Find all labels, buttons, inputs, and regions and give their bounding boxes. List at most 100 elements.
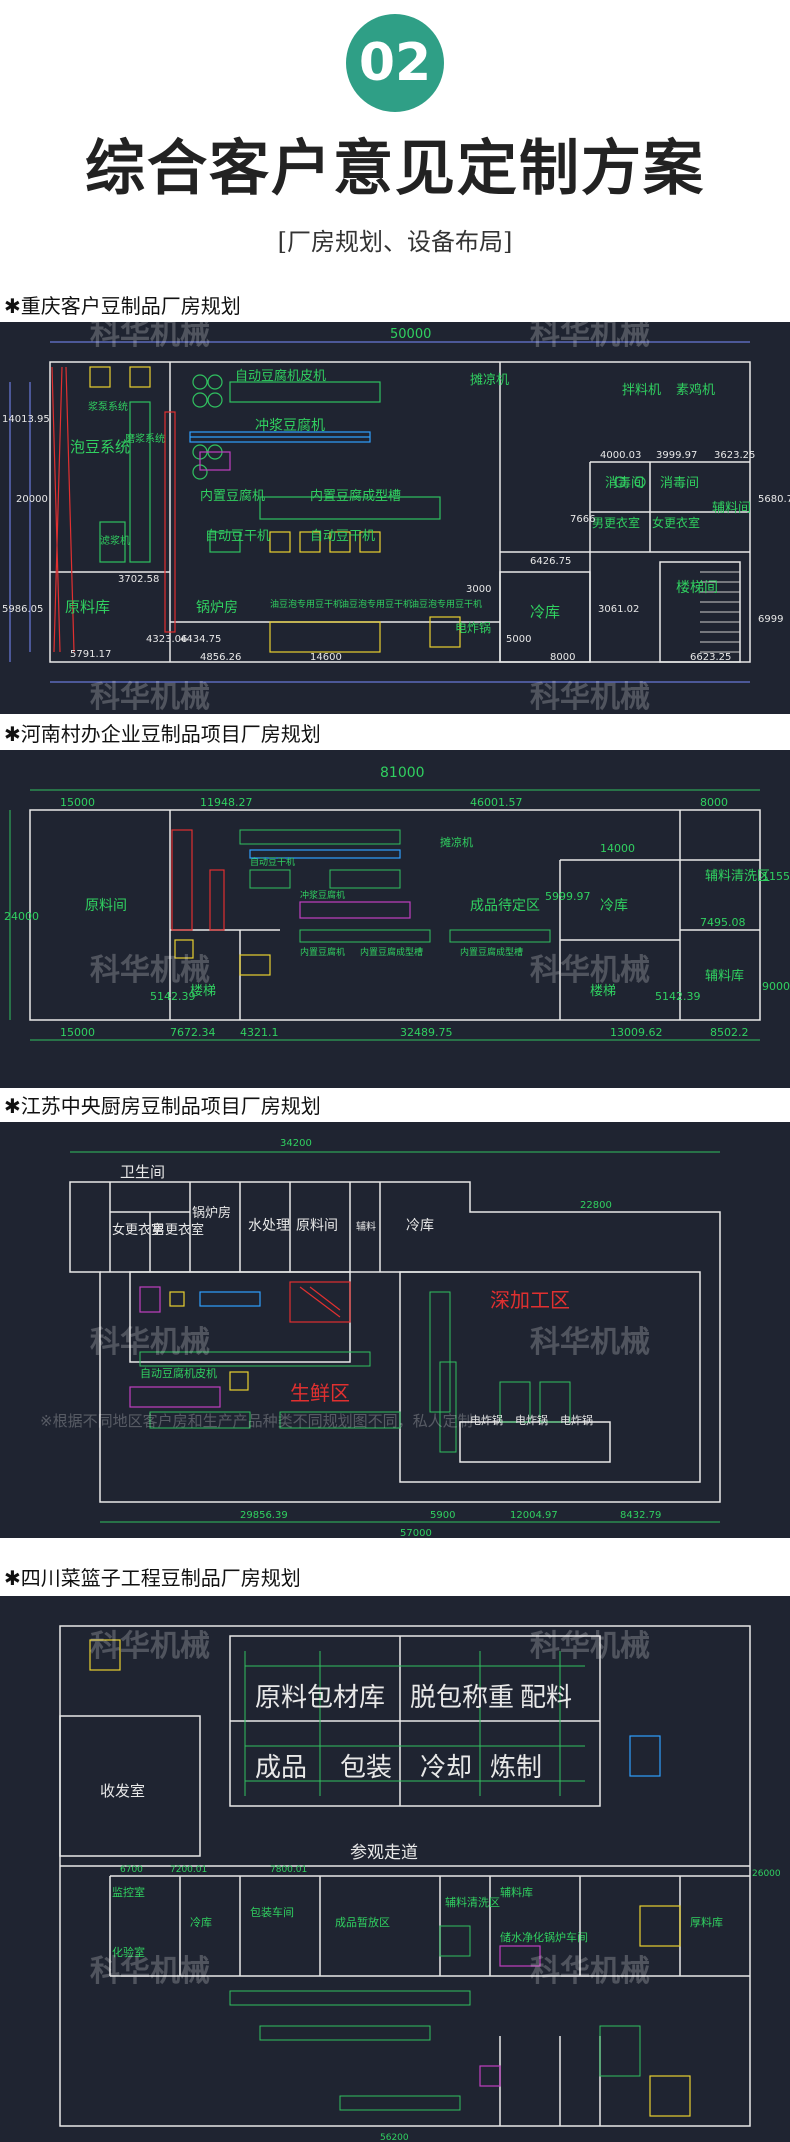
dim-label: 24000 xyxy=(4,910,39,923)
cad-drawing-chongqing: 50000 自动豆腐机皮机 摊凉机 拌料机 素鸡机 浆泵系统 磨浆系统 泡豆系统… xyxy=(2,322,790,714)
machine-label: 自动豆腐机皮机 xyxy=(140,1366,217,1380)
machine-label: 自动豆干机 xyxy=(250,856,295,868)
dim-label: 14013.95 xyxy=(2,414,50,425)
dim-label: 7666 xyxy=(570,514,595,525)
room-label: 卫生间 xyxy=(120,1163,165,1181)
watermark: 科华机械 xyxy=(90,953,210,988)
dim-label: 14000 xyxy=(600,842,635,855)
machine-label: 内置豆腐成型槽 xyxy=(360,946,423,958)
room-label: 冷库 xyxy=(600,898,628,914)
watermark: 科华机械 xyxy=(530,1325,650,1360)
watermark: 科华机械 xyxy=(530,1954,650,1989)
machine-label: 摊凉机 xyxy=(470,373,509,388)
dim-label: 34200 xyxy=(280,1138,312,1149)
section-title-jiangsu: ✱江苏中央厨房豆制品项目厂房规划 xyxy=(4,1094,321,1118)
dim-label: 3000 xyxy=(466,584,491,595)
machine-label: 浆泵系统 xyxy=(88,400,128,413)
room-label: 楼梯间 xyxy=(676,580,718,596)
dim-label: 22800 xyxy=(580,1200,612,1211)
dim-label: 6426.75 xyxy=(530,556,571,567)
room-label: 楼梯 xyxy=(590,984,616,999)
cad-drawing-jiangsu: 卫生间 女更衣室 男更衣室 锅炉房 水处理 原料间 辅料 冷库 电炸锅 电炸锅 … xyxy=(40,1138,721,1538)
watermark: 科华机械 xyxy=(530,1629,650,1664)
dim-label: 4434.75 xyxy=(180,634,221,645)
cad-plan-sichuan: 原料包材库 脱包称重 配料 成品 包装 冷却 炼制 收发室 参观走道 监控室 化… xyxy=(0,1596,790,2142)
dim-label: 7200.01 xyxy=(170,1865,207,1875)
dim-label: 5986.05 xyxy=(2,604,43,615)
room-label: 女更衣室 xyxy=(652,515,700,530)
dim-label: 5900 xyxy=(430,1510,455,1521)
machine-label: 自动豆干机 xyxy=(205,529,270,544)
room-label: 锅炉房 xyxy=(192,1205,231,1221)
dim-label: 13009.62 xyxy=(610,1026,663,1039)
page-title: 综合客户意见定制方案 xyxy=(85,134,705,204)
machine-label: 滤浆机 xyxy=(100,534,130,547)
dim-label: 5000 xyxy=(506,634,531,645)
room-label: 辅料清洗区 xyxy=(445,1895,500,1909)
zone-label: 生鲜区 xyxy=(290,1381,350,1405)
machine-label: 内置豆腐成型槽 xyxy=(460,946,523,958)
zone-label: 配料 xyxy=(520,1683,572,1713)
machine-label: 油豆泡专用豆干机 xyxy=(270,598,342,610)
page-subtitle: [厂房规划、设备布局] xyxy=(277,228,513,256)
zone-label: 包装 xyxy=(340,1753,392,1783)
dim-label: 5142.39 xyxy=(150,990,196,1003)
watermark: 科华机械 xyxy=(90,1325,210,1360)
zone-label: 冷却 xyxy=(420,1753,472,1783)
room-label: 原料库 xyxy=(65,598,110,616)
room-label: 原料间 xyxy=(85,898,127,914)
room-label: 储水净化锅炉车间 xyxy=(500,1930,588,1944)
room-label: 辅料库 xyxy=(705,968,744,984)
room-label: 辅料 xyxy=(356,1220,376,1233)
room-label: 水处理 xyxy=(248,1218,290,1234)
room-label: 消毒间 xyxy=(660,476,699,491)
corridor-label: 参观走道 xyxy=(350,1843,418,1863)
machine-label: 内置豆腐机 xyxy=(300,946,345,958)
dim-label: 15000 xyxy=(60,796,95,809)
machine-label: 自动豆干机 xyxy=(310,529,375,544)
section-number-badge: 02 xyxy=(346,14,444,112)
zone-label: 炼制 xyxy=(490,1753,542,1783)
section-title-chongqing: ✱重庆客户豆制品厂房规划 xyxy=(4,294,241,318)
machine-label: 内置豆腐机 xyxy=(200,488,265,504)
zone-label: 原料包材库 xyxy=(255,1683,385,1713)
machine-label: 冲浆豆腐机 xyxy=(300,889,345,901)
room-label: 消毒间 xyxy=(605,476,644,491)
room-label: 辅料库 xyxy=(500,1885,533,1899)
room-label: 楼梯 xyxy=(190,984,216,999)
watermark: 科华机械 xyxy=(530,322,650,352)
dim-label: 5791.17 xyxy=(70,649,111,660)
dim-label: 6700 xyxy=(120,1865,143,1875)
machine-label: 拌料机 xyxy=(622,383,661,398)
dim-label: 3623.25 xyxy=(714,450,755,461)
cad-drawing-sichuan: 原料包材库 脱包称重 配料 成品 包装 冷却 炼制 收发室 参观走道 监控室 化… xyxy=(59,1625,781,2142)
section-title-henan: ✱河南村办企业豆制品项目厂房规划 xyxy=(4,722,321,746)
section-title-sichuan: ✱四川菜篮子工程豆制品厂房规划 xyxy=(4,1566,301,1590)
dim-label: 8502.2 xyxy=(710,1026,749,1039)
room-label: 监控室 xyxy=(112,1885,145,1899)
room-label: 女更衣室 xyxy=(112,1222,164,1238)
room-label: 辅料间 xyxy=(712,501,751,516)
dim-label: 57000 xyxy=(400,1528,432,1538)
cad-plan-henan: 81000 15000 11948.27 46001.57 8000 14000… xyxy=(0,750,790,1088)
dim-label: 32489.75 xyxy=(400,1026,453,1039)
zone-label: 脱包称重 xyxy=(410,1683,514,1713)
watermark: 科华机械 xyxy=(530,953,650,988)
dim-label: 7672.34 xyxy=(170,1026,216,1039)
dim-label: 4321.1 xyxy=(240,1026,279,1039)
machine-label: 电炸锅 xyxy=(560,1414,593,1427)
room-label: 冷库 xyxy=(530,603,560,621)
watermark: 科华机械 xyxy=(90,1629,210,1664)
machine-label: 自动豆腐机皮机 xyxy=(235,369,326,384)
dim-label: 29856.39 xyxy=(240,1510,288,1521)
custom-notice: ※根据不同地区客户房和生产产品种类不同规划图不同，私人定制 xyxy=(40,1412,473,1430)
dim-label: 14600 xyxy=(310,652,342,663)
room-label: 化验室 xyxy=(112,1945,145,1959)
cad-drawing-henan: 81000 15000 11948.27 46001.57 8000 14000… xyxy=(4,765,790,1041)
dim-label: 4000.03 xyxy=(600,450,641,461)
dim-label: 4323.06 xyxy=(146,634,187,645)
dim-label: 26000 xyxy=(752,1869,781,1879)
dim-label: 7800.01 xyxy=(270,1865,307,1875)
dim-label: 8000 xyxy=(550,652,575,663)
machine-label: 电炸锅 xyxy=(455,620,491,635)
